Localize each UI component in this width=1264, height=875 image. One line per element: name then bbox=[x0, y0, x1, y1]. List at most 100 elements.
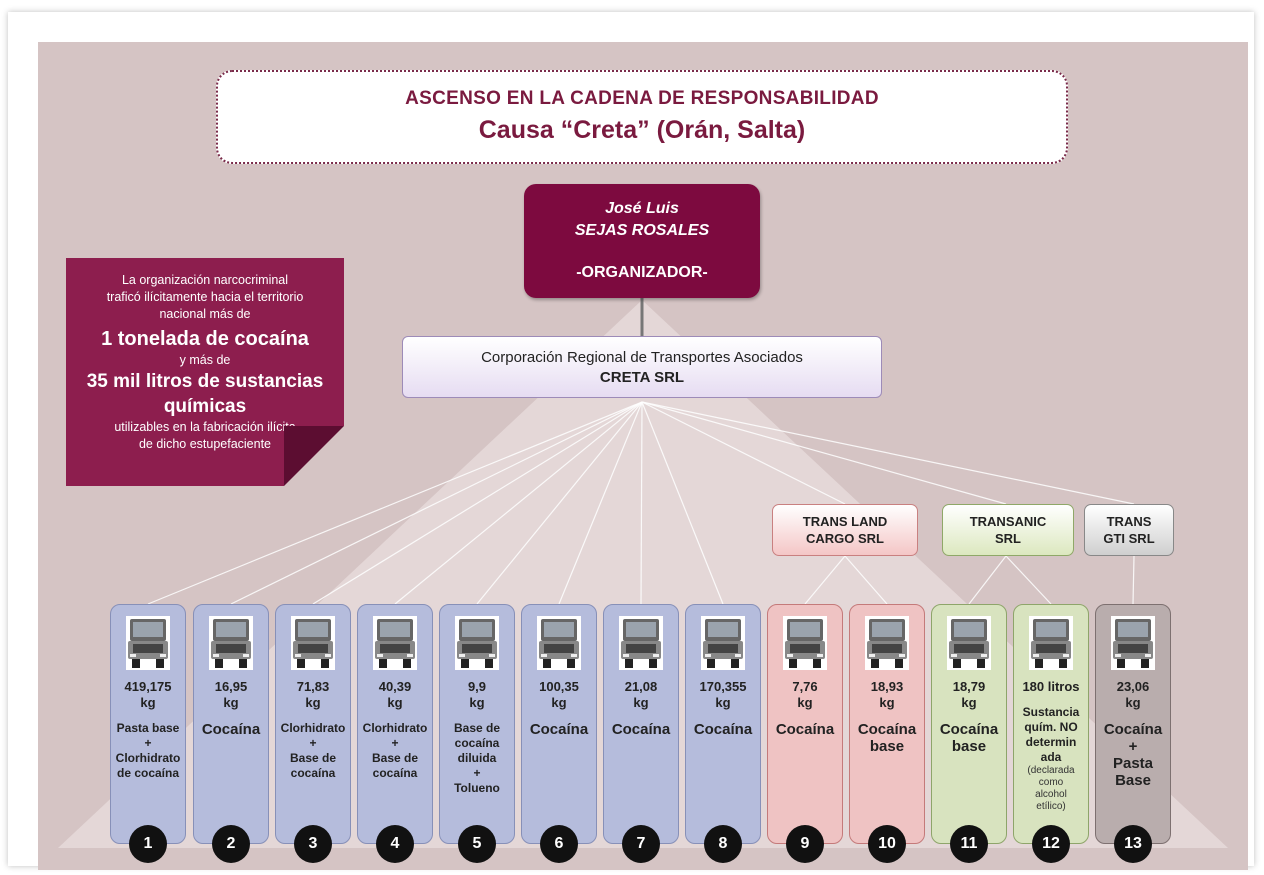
substance-label: Cocaína bbox=[522, 721, 596, 738]
substance-line: Base de bbox=[453, 721, 501, 735]
info-highlight: 35 mil litros de sustancias bbox=[86, 371, 324, 392]
substance-line: Cocaína bbox=[775, 721, 835, 738]
connector-line bbox=[641, 401, 1007, 505]
substance-line: cocaína bbox=[372, 766, 418, 780]
shipment-number: 12 bbox=[1032, 825, 1070, 863]
subsidiary-name: TRANS LAND bbox=[802, 514, 888, 529]
corporation-short-name: CRETA SRL bbox=[599, 369, 685, 386]
title-line-2: Causa “Creta” (Orán, Salta) bbox=[478, 116, 806, 144]
substance-line: Clorhidrato bbox=[115, 751, 181, 765]
connector-line bbox=[1132, 555, 1135, 605]
connector-line bbox=[844, 555, 888, 605]
substance-label: Cocaína bbox=[194, 721, 268, 738]
substance-label: Cocaína bbox=[686, 721, 760, 738]
shipment-number: 6 bbox=[540, 825, 578, 863]
substance-line: quím. NO bbox=[1024, 720, 1078, 734]
page-fold-corner bbox=[284, 426, 344, 486]
substance-line: Cocaína bbox=[529, 721, 589, 738]
substance-line: Cocaína bbox=[693, 721, 753, 738]
amount-value: 180 litros bbox=[1022, 679, 1080, 694]
amount-value: 21,08 bbox=[624, 679, 658, 694]
amount-unit: kg bbox=[551, 695, 567, 710]
shipment-number: 13 bbox=[1114, 825, 1152, 863]
image-frame: ASCENSO EN LA CADENA DE RESPONSABILIDAD … bbox=[8, 12, 1254, 870]
substance-line: ada bbox=[1040, 750, 1062, 764]
amount-value: 18,79 bbox=[952, 679, 986, 694]
substance-line: Clorhidrato bbox=[362, 721, 428, 735]
connector-line bbox=[641, 401, 724, 605]
amount-value: 7,76 bbox=[792, 679, 818, 694]
substance-line: + bbox=[144, 736, 152, 750]
shipment-number: 10 bbox=[868, 825, 906, 863]
corporation-box: Corporación Regional de Transportes Asoc… bbox=[402, 336, 882, 398]
amount-unit: kg bbox=[797, 695, 813, 710]
substance-line: Cocaína bbox=[1103, 721, 1163, 738]
substance-line: Clorhidrato bbox=[280, 721, 346, 735]
substance-line: Base de bbox=[289, 751, 337, 765]
amount-value: 16,95 bbox=[214, 679, 248, 694]
info-line: traficó ilícitamente hacia el territorio bbox=[106, 290, 304, 304]
truck-icon bbox=[865, 616, 909, 670]
shipment-number: 1 bbox=[129, 825, 167, 863]
shipment-number: 5 bbox=[458, 825, 496, 863]
connector-line bbox=[804, 555, 846, 605]
substance-line: cocaína bbox=[454, 736, 500, 750]
amount-unit: kg bbox=[1125, 695, 1141, 710]
amount-value: 170,355 bbox=[699, 679, 747, 694]
substance-line: Tolueno bbox=[454, 781, 500, 795]
shipment-number: 8 bbox=[704, 825, 742, 863]
title-line-1: ASCENSO EN LA CADENA DE RESPONSABILIDAD bbox=[405, 88, 879, 109]
substance-line: base bbox=[869, 738, 905, 755]
amount-value: 40,39 bbox=[378, 679, 412, 694]
substance-line: Cocaína bbox=[857, 721, 917, 738]
organizer-role: -ORGANIZADOR- bbox=[576, 264, 708, 281]
amount-value: 18,93 bbox=[870, 679, 904, 694]
amount-unit: kg bbox=[469, 695, 485, 710]
connector-line bbox=[968, 555, 1007, 605]
connector-line bbox=[230, 401, 643, 605]
shipment-number: 2 bbox=[212, 825, 250, 863]
info-line: nacional más de bbox=[159, 307, 251, 321]
amount-unit: kg bbox=[633, 695, 649, 710]
amount-unit: kg bbox=[387, 695, 403, 710]
substance-line: + bbox=[391, 736, 399, 750]
amount-unit: kg bbox=[305, 695, 321, 710]
diagram-panel: ASCENSO EN LA CADENA DE RESPONSABILIDAD … bbox=[38, 42, 1248, 870]
amount-unit: kg bbox=[140, 695, 156, 710]
subsidiary-trans-gti: TRANS GTI SRL bbox=[1084, 504, 1174, 556]
substance-line: cocaína bbox=[290, 766, 336, 780]
connector-line bbox=[476, 401, 643, 605]
organizer-box: José Luis SEJAS ROSALES -ORGANIZADOR- bbox=[524, 184, 760, 298]
truck-icon bbox=[537, 616, 581, 670]
truck-icon bbox=[1111, 616, 1155, 670]
amount-value: 9,9 bbox=[467, 679, 487, 694]
connector-line bbox=[641, 401, 1135, 505]
substance-line: Cocaína bbox=[611, 721, 671, 738]
info-line: de dicho estupefaciente bbox=[138, 437, 272, 451]
substance-note: alcohol bbox=[1035, 789, 1067, 800]
info-line: utilizables en la fabricación ilícita bbox=[114, 420, 296, 434]
truck-icon bbox=[947, 616, 991, 670]
info-highlight: químicas bbox=[163, 396, 247, 417]
info-highlight: 1 tonelada de cocaína bbox=[101, 328, 309, 350]
truck-icon bbox=[126, 616, 170, 670]
truck-icon bbox=[373, 616, 417, 670]
subsidiary-trans-land: TRANS LAND CARGO SRL bbox=[772, 504, 918, 556]
organizer-first-name: José Luis bbox=[605, 200, 679, 217]
